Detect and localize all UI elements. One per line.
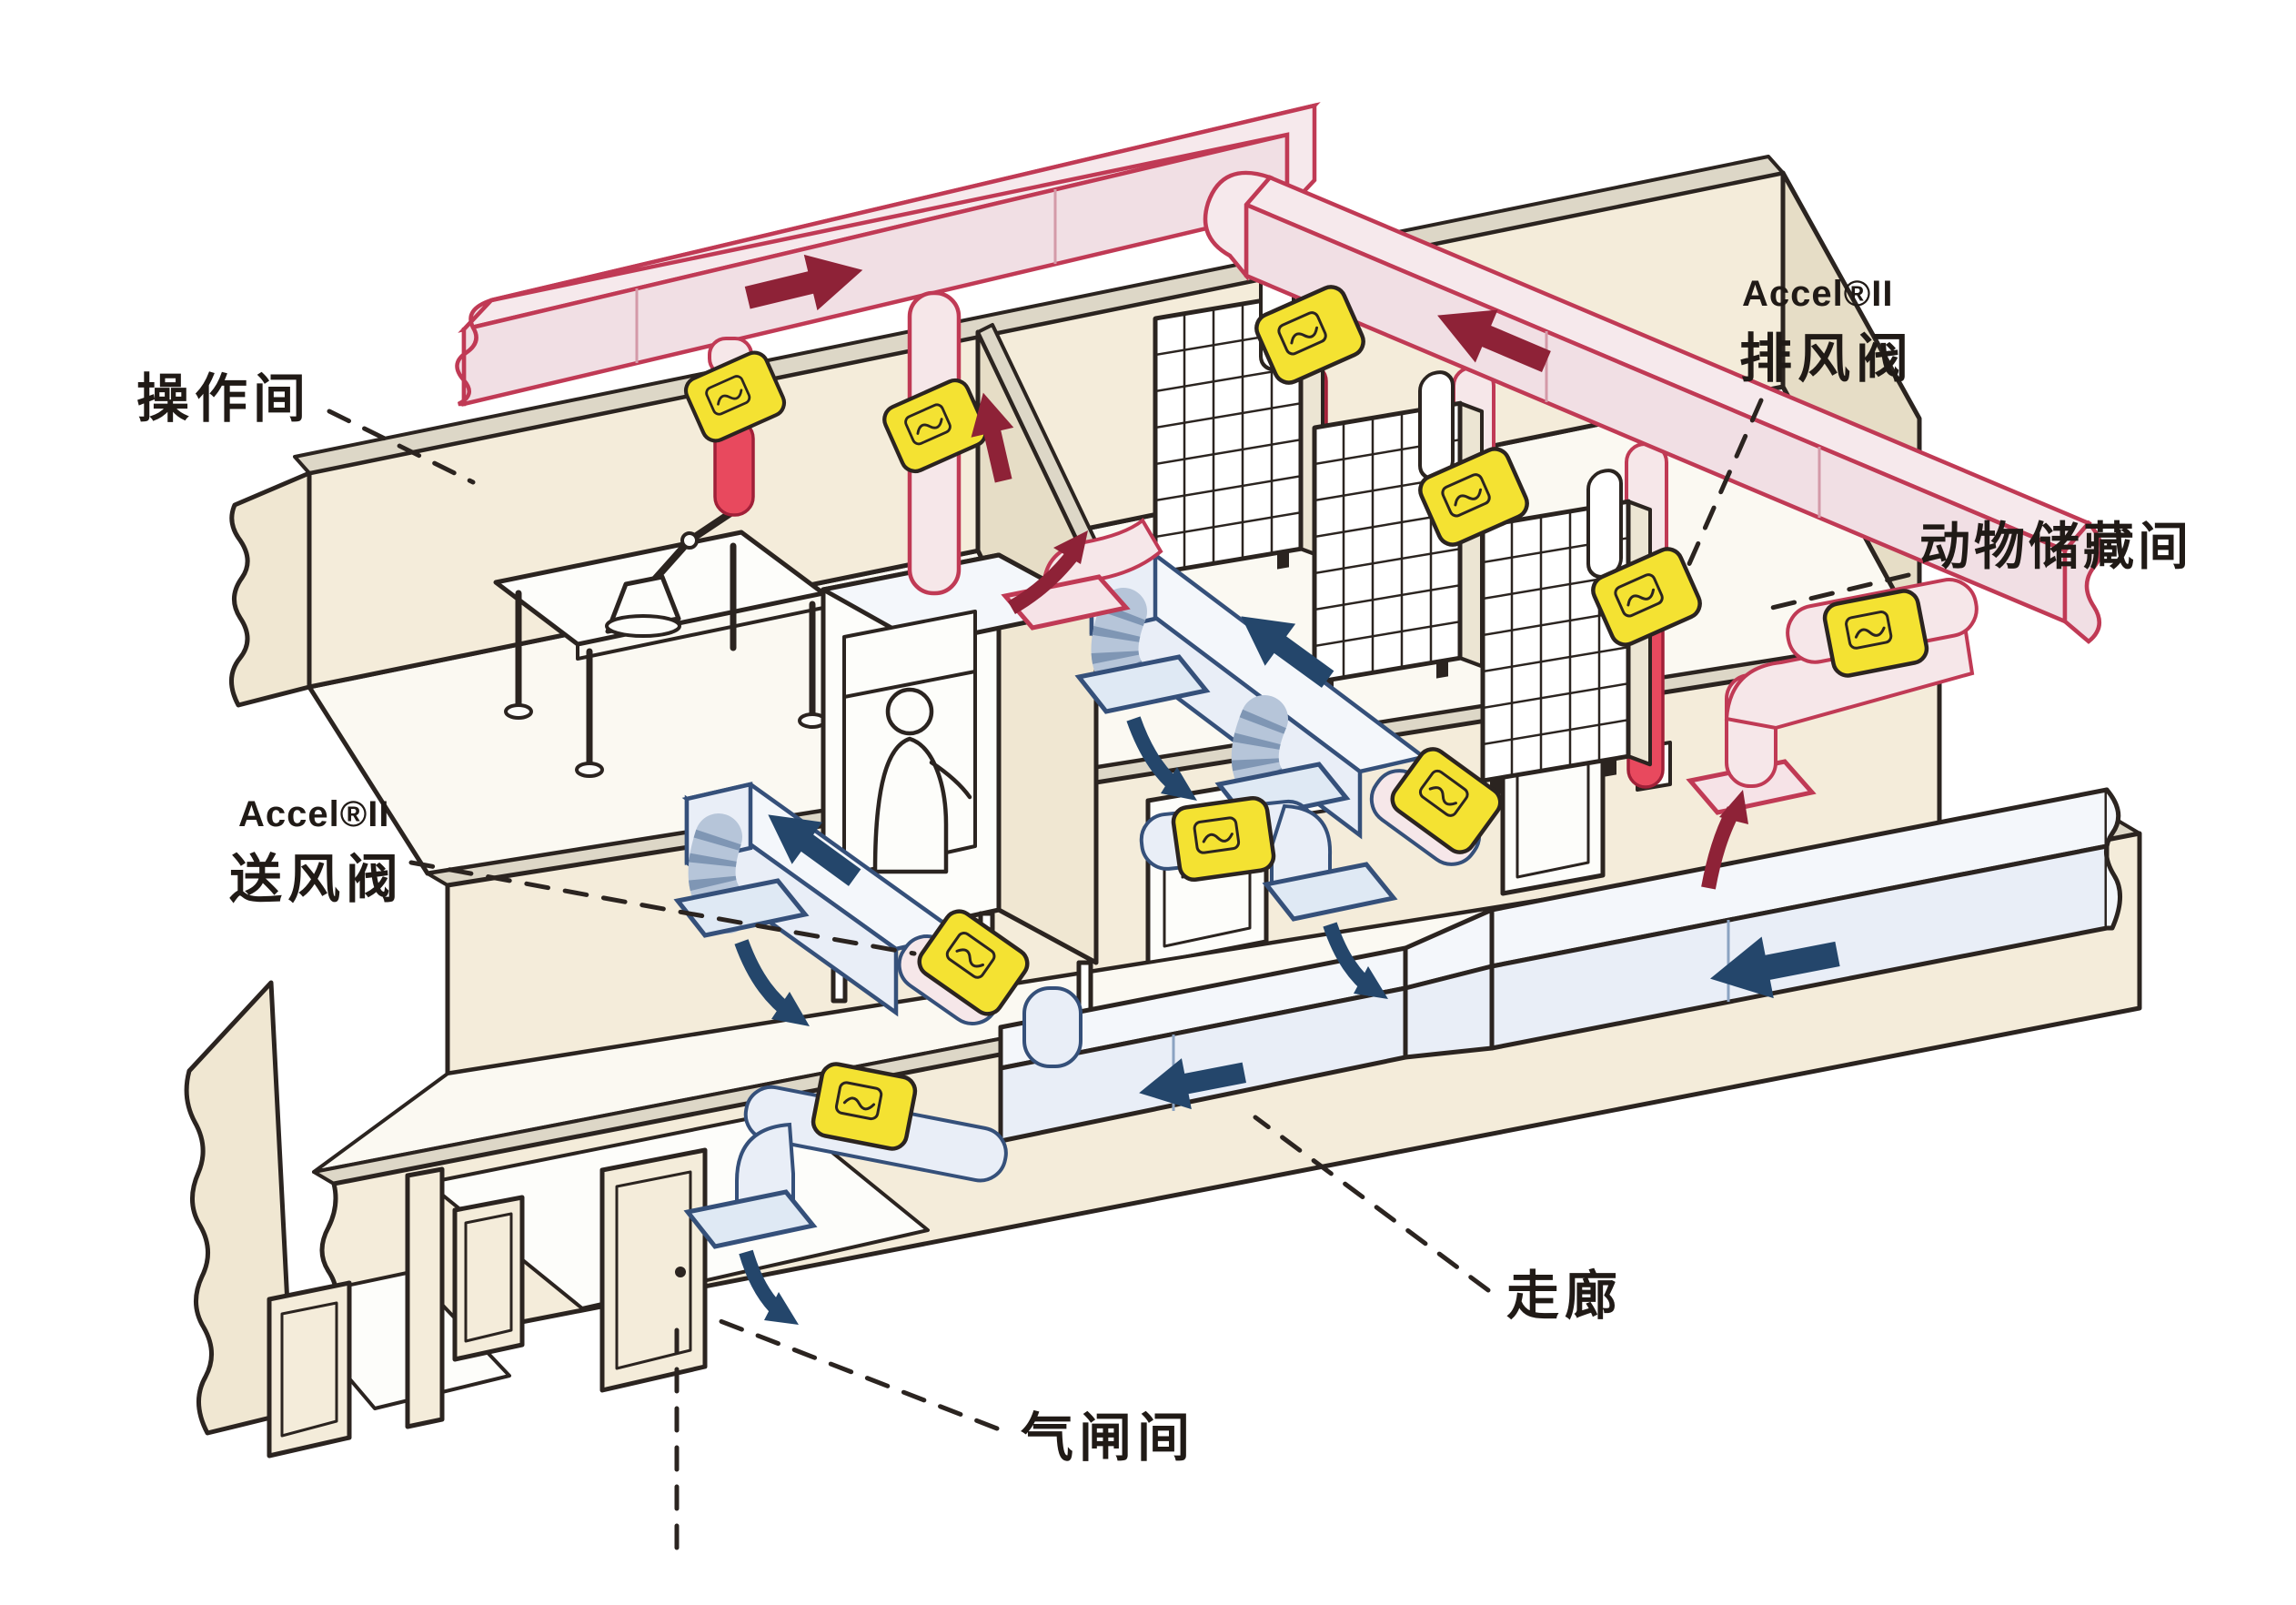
label-leader [1253,1115,1491,1293]
airlock-outer-wall-icon [184,980,296,1436]
label-leader [408,860,917,956]
operation-room-label: 操作间 [136,369,311,429]
left-room-door [267,1280,352,1459]
exhaust-trunk-a [455,102,1321,407]
biosafety-cabinet [821,552,1099,1018]
label-leader [1686,398,1764,569]
label-leader [1769,572,1911,611]
operator-silhouette [872,687,972,874]
exhaust-flow-arrow-curved [1007,547,1082,614]
airlock-label: 气闸间 [1021,1408,1195,1468]
supply-grille [1262,862,1398,922]
label-leaders [327,398,1911,1562]
corridor-supply-trunk [998,787,2122,1144]
corridor-label: 走廊 [1506,1267,1623,1326]
exhaust-trunk-b [1203,170,2103,644]
supply-junction-riser [1022,986,1083,1068]
accel-exhaust-valve [1822,589,1928,678]
exhaust-valve-label-brand: Accel®II [1742,274,1893,314]
supply-grille [673,878,810,938]
exhaust-valve-label-name: 排风阀 [1739,329,1914,389]
airlock-partition [405,1166,445,1429]
supply-valve-label-brand: Accel®II [238,794,389,834]
op-supply-duct [673,782,1033,1026]
snorkel-exhaust-branch [681,337,788,517]
corridor-supply-branch [1139,796,1398,999]
label-leader [718,1318,1000,1431]
airlock-door-leaf [599,1147,708,1393]
airlock-door [452,1195,525,1362]
label-leader [327,409,476,485]
airlock-supply-branch [683,1062,1008,1325]
snorkel-arm [605,508,737,638]
wall-cut-left-icon [229,470,312,708]
animal-exhaust-grille-branch [1001,517,1163,631]
supply-grille [683,1189,818,1249]
airlock-structure [184,980,930,1459]
supply-valve-label-name: 送风阀 [229,850,404,909]
corridor-exhaust-branch [1686,578,1979,890]
accel-supply-valve [811,1062,917,1151]
cabinet-exhaust-stack [880,290,1025,596]
animal-storage-label: 动物储藏间 [1919,518,2192,575]
accel-supply-valve [1172,796,1275,882]
exhaust-grille [1001,574,1131,631]
supply-grille [1074,654,1211,714]
